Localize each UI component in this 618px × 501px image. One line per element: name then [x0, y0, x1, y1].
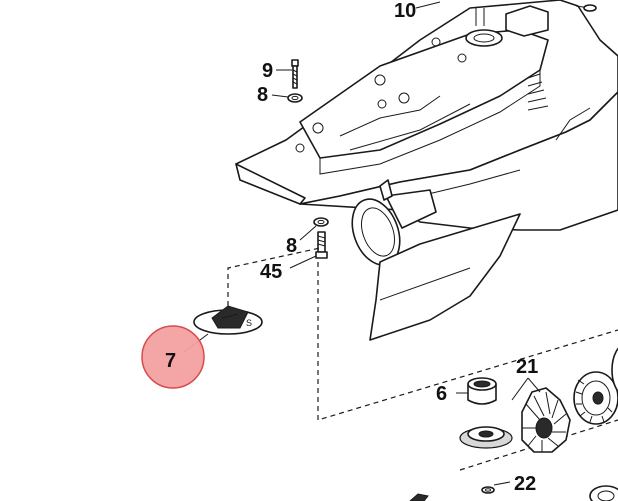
callout-7: 7 — [165, 350, 176, 372]
callout-8-mid: 8 — [286, 235, 297, 257]
callout-10: 10 — [394, 0, 416, 22]
callout-45: 45 — [260, 261, 282, 283]
callout-6: 6 — [436, 383, 447, 405]
assembly-line-lower — [317, 262, 618, 421]
bearing-6 — [467, 377, 497, 405]
leader-line-22 — [493, 481, 511, 486]
bolt-9 — [291, 59, 299, 89]
highlight-circle-7[interactable] — [141, 325, 205, 389]
leader-line-8-mid — [299, 225, 317, 241]
part-bottom-left — [409, 493, 429, 501]
bevel-gear-21 — [459, 347, 618, 453]
washer-22 — [481, 486, 495, 494]
washer-8-mid — [313, 217, 329, 227]
o-ring-top-right — [583, 4, 597, 12]
washer-8-top — [287, 93, 303, 103]
anode-7: S — [193, 305, 263, 335]
callout-9: 9 — [262, 60, 273, 82]
gear-housing — [235, 0, 618, 341]
callout-8-top: 8 — [257, 84, 268, 106]
leader-line-8-top — [271, 94, 289, 98]
leader-line-10 — [415, 1, 441, 9]
leader-line-45 — [289, 255, 317, 269]
callout-22: 22 — [514, 473, 536, 495]
callout-21: 21 — [516, 356, 538, 378]
leader-line-21a — [511, 377, 529, 401]
leader-line-21b — [527, 377, 541, 393]
screw-45 — [315, 231, 328, 259]
gear-bottom-right — [589, 485, 618, 501]
assembly-line-anode — [227, 247, 321, 306]
svg-text:S: S — [246, 318, 252, 328]
